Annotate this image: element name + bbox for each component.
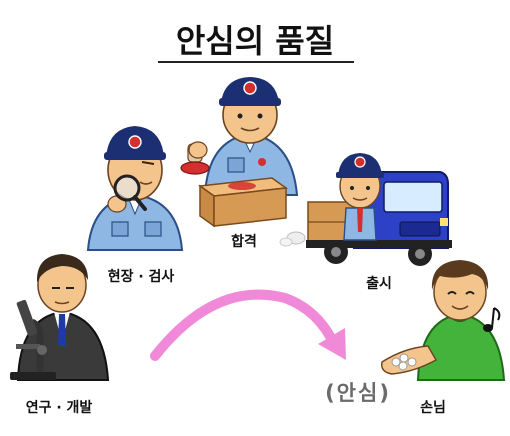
stamping-worker-figure	[203, 77, 299, 196]
magnifier-icon	[113, 174, 147, 211]
cardboard-box	[197, 177, 289, 228]
label-pass: 합격	[231, 233, 257, 250]
label-customer: 손님	[420, 400, 446, 416]
delivery-truck	[279, 153, 452, 266]
process-arrow	[150, 289, 346, 361]
label-shipment: 출시	[366, 275, 392, 292]
diagram-title: 안심의 품질	[176, 22, 334, 60]
label-research: 연구 · 개발	[26, 399, 93, 416]
pills-icon	[391, 353, 417, 371]
stamp-icon	[180, 141, 210, 175]
microscope-icon	[10, 299, 56, 380]
label-reassurance: (안심)	[325, 381, 391, 405]
music-note-icon	[483, 307, 501, 332]
label-inspection: 현장 · 검사	[108, 268, 175, 285]
